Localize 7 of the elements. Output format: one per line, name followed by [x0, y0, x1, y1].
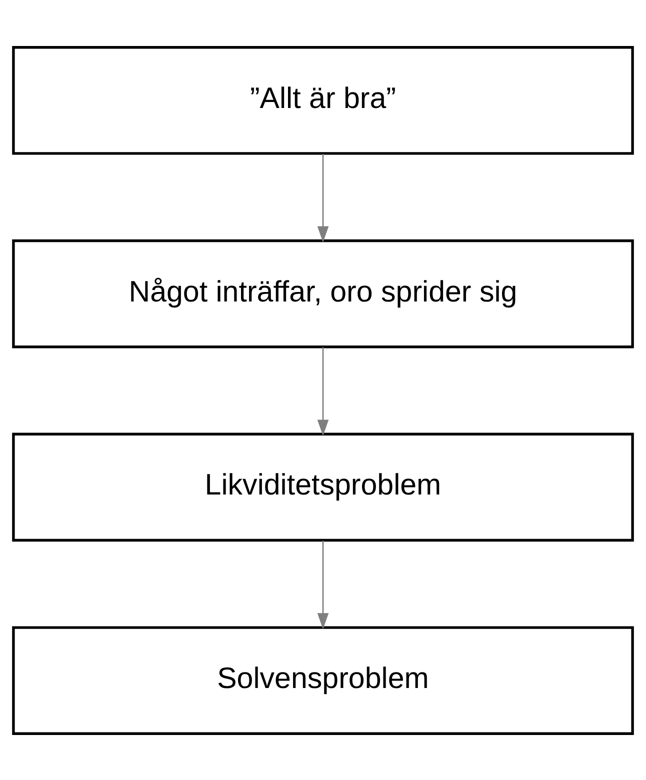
arrow: [317, 540, 329, 629]
arrow: [317, 153, 329, 242]
node-box: ”Allt är bra”: [12, 46, 634, 154]
node-box: Likviditetsproblem: [12, 432, 634, 542]
arrow: [317, 346, 329, 436]
node-box: Något inträffar, oro sprider sig: [12, 238, 634, 348]
node-box: Solvensproblem: [12, 626, 634, 734]
